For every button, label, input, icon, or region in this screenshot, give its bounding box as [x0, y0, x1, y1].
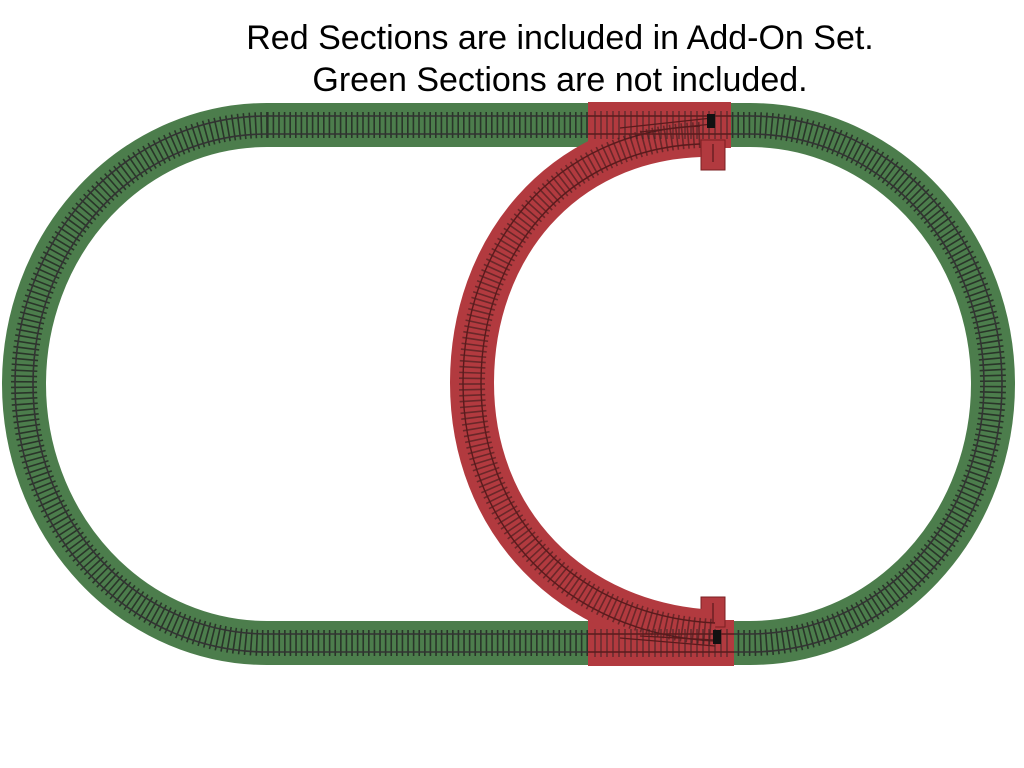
green-oval-bed	[2, 103, 1015, 665]
red-top-switch-motor	[707, 114, 715, 128]
green-loop	[2, 103, 1015, 665]
caption-line-2: Green Sections are not included.	[312, 61, 808, 99]
red-inner-curve-bed	[449, 113, 717, 654]
red-bottom-switch-frog-2	[639, 635, 716, 641]
green-oval-ties	[11, 112, 1006, 656]
red-bottom-switch-frog-1	[619, 637, 716, 647]
green-oval-outer-rail	[14, 115, 1003, 653]
red-inner-curve-outer-rail	[462, 125, 716, 642]
caption-line-1: Red Sections are included in Add-On Set.	[246, 19, 874, 57]
green-oval-inner-rail	[32, 133, 985, 635]
red-bottom-switch-ties	[590, 629, 732, 657]
red-inner-curve-ties	[458, 122, 716, 645]
red-bottom-switch-motor	[713, 630, 721, 644]
red-inner-curve-inner-rail	[480, 143, 716, 624]
red-top-switch-frog-1	[619, 117, 713, 129]
red-top-switch-frog-2	[639, 123, 713, 133]
red-add-on-sections	[449, 102, 734, 666]
